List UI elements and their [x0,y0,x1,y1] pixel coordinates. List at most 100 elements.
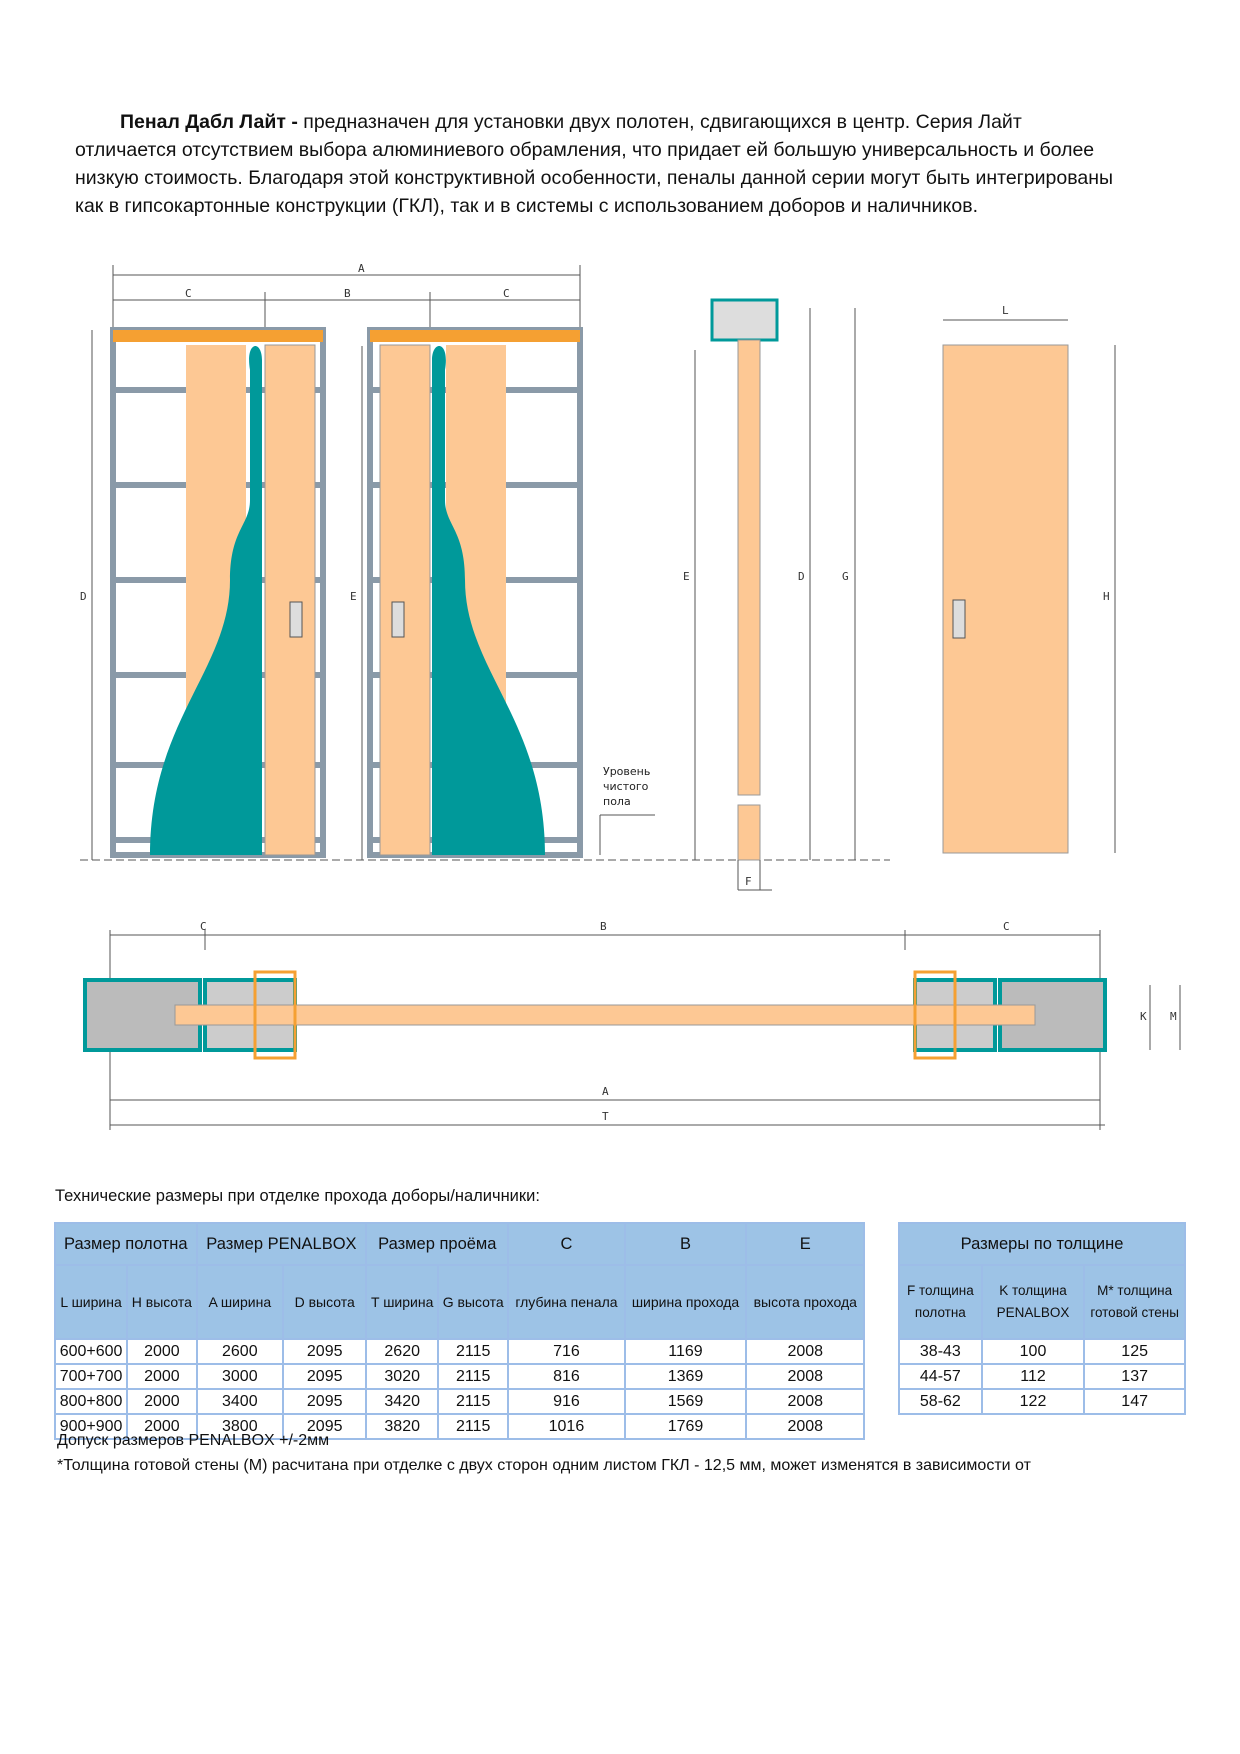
plan-dim-C-left: C [200,920,207,933]
table-cell: 147 [1083,1388,1186,1415]
plan-view [83,930,1181,1130]
door-dim-H: H [1103,590,1110,603]
table-cell: 2000 [126,1413,198,1440]
table-cell: 122 [980,1388,1086,1415]
column-header: G высота [437,1264,510,1340]
column-header: M* толщина готовой стены [1083,1264,1186,1340]
table-cell: 2008 [745,1363,865,1390]
tolerance-note: Допуск размеров PENALBOX +/-2мм [57,1432,330,1449]
table-cell: 2600 [195,1338,285,1365]
table-cell: 1569 [623,1388,748,1415]
table-cell: 1369 [623,1363,748,1390]
group-header: B [623,1222,748,1266]
group-header: Размер PENALBOX [195,1222,368,1266]
table-cell: 1169 [623,1338,748,1365]
side-dim-G: G [842,570,849,583]
dim-D: D [80,590,87,603]
group-header: Размер полотна [54,1222,198,1266]
table-cell: 2008 [745,1338,865,1365]
front-frame [110,327,583,858]
table-cell: 100 [980,1338,1086,1365]
intro-title: Пенал Дабл Лайт - [120,110,304,133]
group-header: E [745,1222,865,1266]
side-section [694,298,856,891]
intro-text: предназначен для установки двух полотен,… [75,110,1113,217]
table-cell: 125 [1083,1338,1186,1365]
dim-E: E [350,590,357,603]
table-cell: 2000 [126,1388,198,1415]
table-cell: 2115 [437,1413,510,1440]
plan-dim-C-right: C [1003,920,1010,933]
group-header: C [507,1222,626,1266]
dim-A: A [358,262,365,275]
table-cell: 44-57 [898,1363,983,1390]
plan-dim-T: T [602,1110,609,1123]
table-cell: 816 [507,1363,626,1390]
door-dim-L: L [1002,304,1009,317]
plan-dim-K: K [1140,1010,1147,1023]
table-cell: 2095 [282,1338,368,1365]
table-cell: 3400 [195,1388,285,1415]
table-cell: 58-62 [898,1388,983,1415]
table-cell: 2095 [282,1363,368,1390]
dimensions-table: Размер полотна Размер PENALBOX Размер пр… [53,1222,865,1440]
table-cell: 716 [507,1338,626,1365]
table-cell: 800+800 [53,1388,129,1415]
table-cell: 3800 [195,1413,285,1440]
table-cell: 3000 [195,1363,285,1390]
column-header: ширина прохода [623,1264,748,1340]
column-header: F толщина полотна [898,1264,983,1340]
table-title: Технические размеры при отделке прохода … [55,1187,540,1205]
dim-B: B [344,287,351,300]
table-cell: 600+600 [53,1338,129,1365]
table-cell: 2008 [745,1413,865,1440]
dim-C-left: C [185,287,192,300]
floor-label-1: Уровень [603,765,650,778]
column-header: L ширина [53,1264,129,1340]
column-header: D высота [282,1264,368,1340]
table-cell: 2000 [126,1363,198,1390]
group-header: Размер проёма [365,1222,510,1266]
plan-dim-M: M [1170,1010,1177,1023]
table-cell: 916 [507,1388,626,1415]
table-cell: 1769 [623,1413,748,1440]
table-cell: 2095 [282,1413,368,1440]
table-cell: 137 [1083,1363,1186,1390]
plan-dim-B: B [600,920,607,933]
table-cell: 700+700 [53,1363,129,1390]
column-header: T ширина [365,1264,440,1340]
side-dim-F: F [745,875,752,888]
table-cell: 2620 [365,1338,440,1365]
table-cell: 2115 [437,1388,510,1415]
table-cell: 2095 [282,1388,368,1415]
table-cell: 38-43 [898,1338,983,1365]
column-header: A ширина [195,1264,285,1340]
column-header: высота прохода [745,1264,865,1340]
table-cell: 2000 [126,1338,198,1365]
table-cell: 900+900 [53,1413,129,1440]
table-cell: 1016 [507,1413,626,1440]
plan-dim-A: A [602,1085,609,1098]
footnote: *Толщина готовой стены (М) расчитана при… [57,1457,1031,1474]
column-header: H высота [126,1264,198,1340]
table-cell: 2008 [745,1388,865,1415]
door-elevation [942,319,1116,854]
front-elevation-dimensions [80,265,890,861]
side-dim-D: D [798,570,805,583]
floor-label-3: пола [603,795,631,808]
table-title: Размеры по толщине [898,1222,1186,1266]
table-cell: 3020 [365,1363,440,1390]
table-cell: 3420 [365,1388,440,1415]
column-header: K толщина PENALBOX [980,1264,1086,1340]
table-cell: 3820 [365,1413,440,1440]
table-cell: 2115 [437,1363,510,1390]
dim-C-right: C [503,287,510,300]
